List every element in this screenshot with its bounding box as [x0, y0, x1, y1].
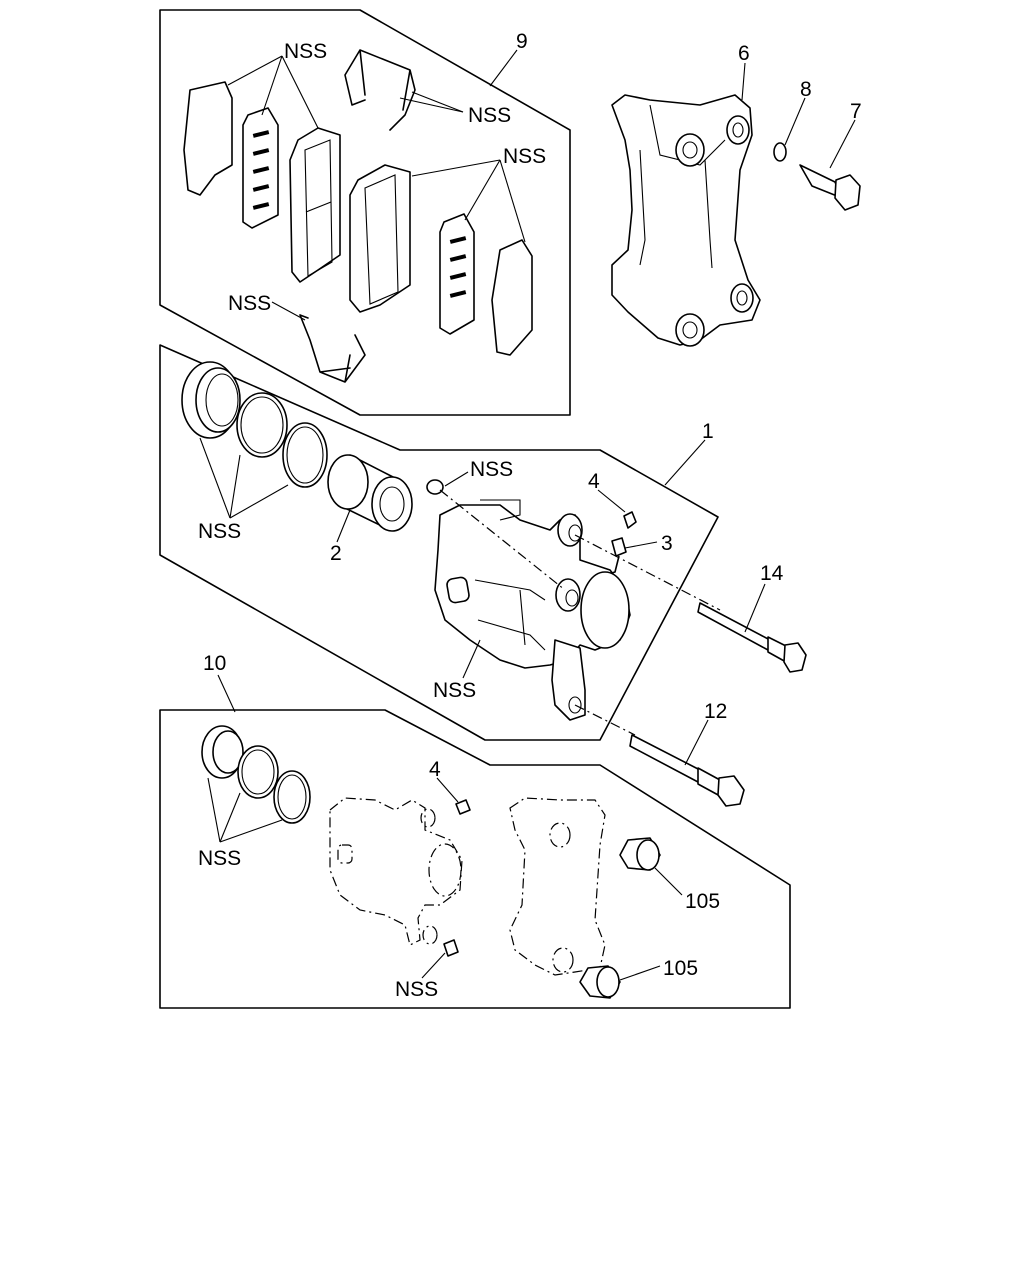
- caliper-window: [446, 576, 470, 604]
- bracket-bolt-hole-upper-right: [726, 115, 750, 145]
- outer-shim-left: [183, 81, 233, 196]
- caliper-bracket: [611, 94, 761, 346]
- kit-ring-1: [237, 745, 279, 799]
- washer: [773, 142, 787, 162]
- bushing-lower: [579, 965, 621, 999]
- piston-ring-1: [236, 392, 288, 458]
- piston-boot: [181, 361, 241, 439]
- inner-shim-left-slots: [252, 130, 270, 210]
- inner-shim-left: [242, 107, 279, 229]
- label-part-4-upper: 4: [588, 470, 600, 493]
- brake-pad-outer: [289, 127, 341, 283]
- inner-shim-right-slots: [449, 236, 467, 298]
- kit-piston-boot: [201, 725, 244, 779]
- kit-ring-2: [273, 770, 311, 824]
- bracket-bolt: [799, 164, 861, 211]
- bracket-bolt-hole-lower-right: [730, 283, 754, 313]
- label-nss-lower-clip: NSS: [228, 292, 271, 315]
- label-part-10: 10: [203, 652, 226, 675]
- caliper-lower-lug: [551, 639, 586, 721]
- caliper-kit-group-boundary: [159, 709, 791, 1009]
- guide-pin-bolt-lower: [629, 734, 745, 807]
- dust-cap-small: [426, 479, 444, 495]
- caliper-cylinder-end: [580, 571, 630, 649]
- leader-lines: [199, 49, 856, 981]
- label-nss-caliper: NSS: [433, 679, 476, 702]
- kit-dust-cap: [455, 799, 471, 815]
- label-part-2: 2: [330, 542, 342, 565]
- label-part-105-upper: 105: [685, 890, 720, 913]
- inner-shim-right: [439, 213, 475, 335]
- caliper-slide-pin-boss-upper: [557, 513, 583, 547]
- anti-rattle-clip-bottom: [299, 314, 366, 383]
- label-nss-kit-bleeder: NSS: [395, 978, 438, 1001]
- guide-pin-bolt-upper: [697, 602, 807, 673]
- pad-kit-group-boundary: [159, 9, 571, 416]
- label-part-3: 3: [661, 532, 673, 555]
- phantom-bracket: [509, 797, 606, 976]
- label-part-105-lower: 105: [663, 957, 698, 980]
- anti-rattle-clip-top: [344, 49, 416, 131]
- bracket-bolt-hole-lower: [675, 313, 705, 347]
- outer-shim-right: [491, 239, 533, 356]
- bracket-bolt-hole-top: [675, 133, 705, 167]
- label-nss-kit-seals: NSS: [198, 847, 241, 870]
- label-part-6: 6: [738, 42, 750, 65]
- label-nss-dust-cap: NSS: [470, 458, 513, 481]
- caliper-slide-pin-boss-middle: [555, 578, 581, 612]
- label-nss-pad-shims: NSS: [284, 40, 327, 63]
- label-nss-seals: NSS: [198, 520, 241, 543]
- label-part-9: 9: [516, 30, 528, 53]
- label-part-12: 12: [704, 700, 727, 723]
- brake-pad-inner: [349, 164, 411, 313]
- bushing-upper: [619, 837, 661, 871]
- phantom-caliper: [329, 797, 463, 946]
- label-part-14: 14: [760, 562, 784, 585]
- bleeder-cap: [623, 511, 637, 529]
- bleeder-screw: [607, 537, 627, 575]
- caliper-piston: [327, 454, 413, 532]
- label-part-8: 8: [800, 78, 812, 101]
- kit-bleeder-cap: [443, 939, 459, 957]
- piston-ring-2: [282, 422, 328, 488]
- label-part-1: 1: [702, 420, 714, 443]
- label-part-4-lower: 4: [429, 758, 441, 781]
- label-nss-inner-parts: NSS: [503, 145, 546, 168]
- label-nss-upper-clip: NSS: [468, 104, 511, 127]
- caliper-assembly-group-boundary: [159, 344, 719, 741]
- label-part-7: 7: [850, 100, 862, 123]
